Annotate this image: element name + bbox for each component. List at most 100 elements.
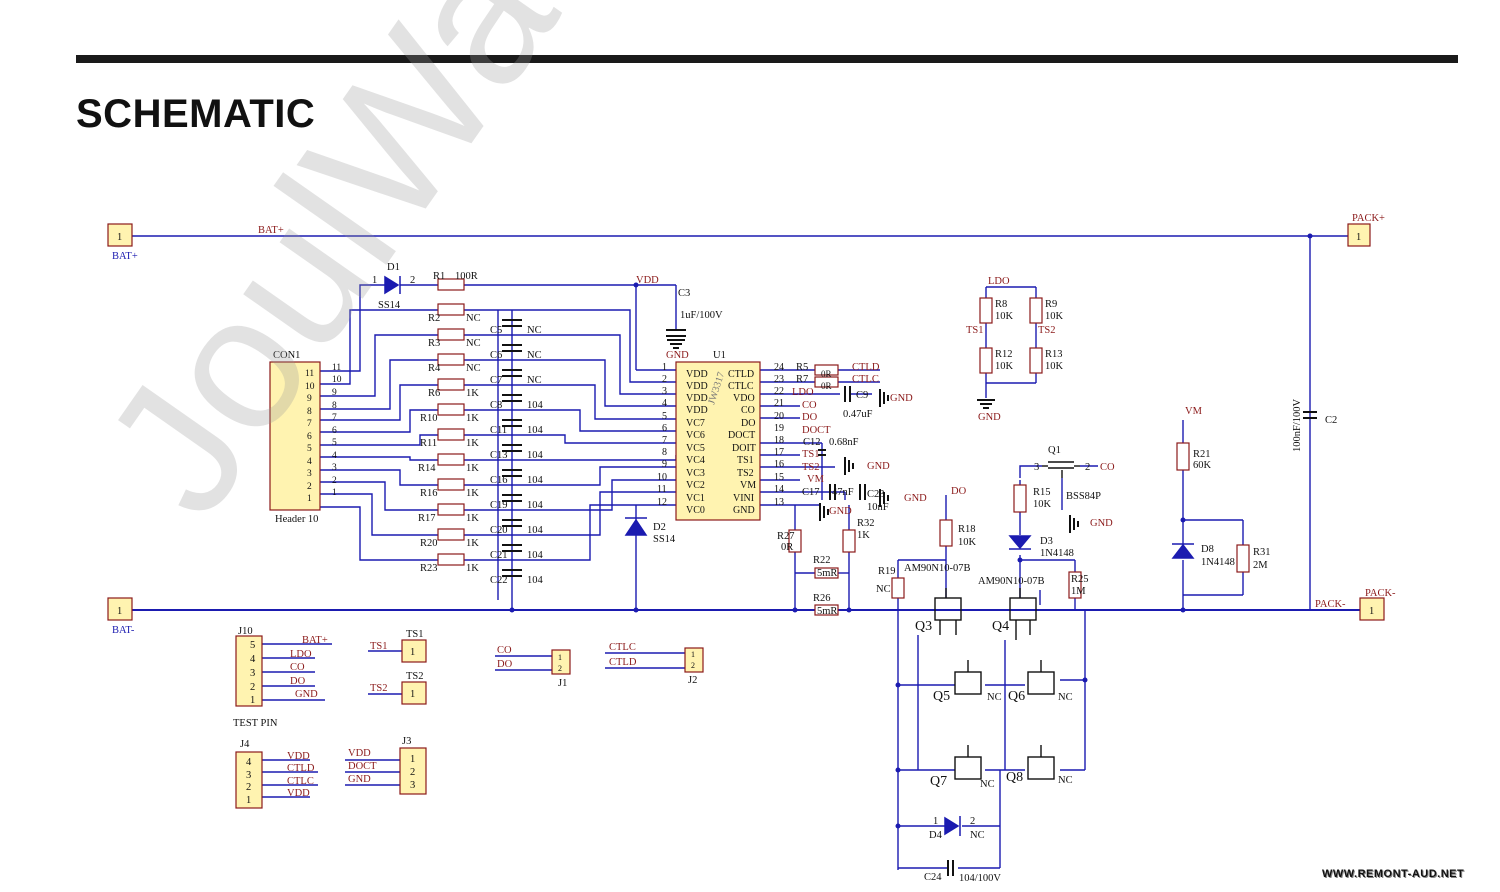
c2-val: 100nF/100V (1292, 398, 1303, 452)
r9-val: 10K (1045, 311, 1064, 322)
con1-wire-g: 5 (332, 438, 337, 448)
u1-pin1-name: VDD (686, 369, 708, 380)
j4-sig-ctlc: CTLC (287, 776, 314, 787)
con1-wire-b: 10 (332, 375, 342, 385)
r23-ref: R23 (420, 563, 438, 574)
j1-sig-do: DO (497, 659, 513, 670)
net-ts1-divider: TS1 (966, 325, 984, 336)
r4-ref: R4 (428, 363, 441, 374)
j10-name: TEST PIN (233, 718, 278, 729)
q3-symbol (934, 588, 962, 635)
con1-wire-e: 7 (332, 413, 337, 423)
q7-val: NC (980, 779, 995, 790)
net-bat-plus-rail: BAT+ (258, 225, 284, 236)
u1-pin13-name: GND (733, 505, 755, 516)
r31-val: 2M (1253, 560, 1268, 571)
net-ctlc: CTLC (852, 374, 879, 385)
c23-val: 10nF (867, 502, 889, 513)
c22-ref: C22 (490, 575, 508, 586)
r10-val: 1K (466, 413, 479, 424)
u1-pin5-num: 5 (662, 411, 667, 422)
r10-ref: R10 (420, 413, 438, 424)
u1-pin6-num: 6 (662, 423, 667, 434)
net-pack-plus-label: PACK+ (1352, 213, 1385, 224)
r14-val: 1K (466, 463, 479, 474)
u1-pin14-name: VINI (733, 493, 754, 504)
q6-val: NC (1058, 692, 1073, 703)
u1-ref: U1 (713, 350, 726, 361)
j4-sig-vdd2: VDD (287, 788, 310, 799)
u1-pin16-name: TS2 (737, 468, 754, 479)
j10-sig-batplus: BAT+ (302, 635, 328, 646)
u1-pin12-num: 12 (657, 497, 667, 508)
pin-pack-minus: 1 (1369, 606, 1374, 617)
q7-ref: Q7 (930, 774, 947, 789)
r2-val: NC (466, 313, 481, 324)
pin-bat-minus: 1 (117, 606, 122, 617)
u1-pin8-num: 8 (662, 447, 667, 458)
ts1-conn-pin: 1 (410, 647, 415, 658)
c20-ref: C20 (490, 525, 508, 536)
u1-pin23-name: CTLC (728, 381, 754, 392)
net-bat-plus-label: BAT+ (112, 251, 138, 262)
j3-pin2: 2 (410, 767, 415, 778)
q3-val: AM90N10-07B (904, 563, 971, 574)
wires (132, 235, 1360, 870)
r16-ref: R16 (420, 488, 438, 499)
u1-pin4-num: 4 (662, 398, 667, 409)
capacitor-plates (502, 319, 1317, 876)
r2-ref: R2 (428, 313, 440, 324)
j2-sig-ctlc: CTLC (609, 642, 636, 653)
r12-val: 10K (995, 361, 1014, 372)
c3-ref: C3 (678, 288, 690, 299)
net-co-q1: CO (1100, 462, 1115, 473)
c7-val: NC (527, 375, 542, 386)
j10-ref: J10 (238, 626, 253, 637)
r8-ref: R8 (995, 299, 1007, 310)
j10-sig-gnd: GND (295, 689, 318, 700)
c12-ref: C12 (803, 437, 821, 448)
q3-ref: Q3 (915, 619, 932, 634)
net-bat-minus-label: BAT- (112, 625, 135, 636)
d3-ref: D3 (1040, 536, 1053, 547)
c19-val: 104 (527, 500, 544, 511)
u1-pin15-name: VM (740, 480, 756, 491)
con1-pin-e: 7 (307, 419, 312, 429)
c8-val: 104 (527, 400, 544, 411)
net-ts2-u1: TS2 (802, 462, 820, 473)
d2-ref: D2 (653, 522, 666, 533)
pin-pack-plus: 1 (1356, 232, 1361, 243)
c20-val: 104 (527, 525, 544, 536)
u1-pin24-num: 24 (774, 362, 784, 373)
r13-val: 10K (1045, 361, 1064, 372)
u1-pin11-num: 11 (657, 484, 667, 495)
u1-pin18-num: 18 (774, 435, 784, 446)
junctions (509, 233, 1313, 829)
c7-ref: C7 (490, 375, 502, 386)
j10-pin3: 3 (250, 668, 255, 679)
j10-sig-co: CO (290, 662, 305, 673)
c23-ref: C23 (867, 489, 885, 500)
r3-val: NC (466, 338, 481, 349)
con1-wire-d: 8 (332, 401, 337, 411)
c24-ref: C24 (924, 872, 942, 883)
q4-ref: Q4 (992, 619, 1009, 634)
r1-ref: R1 (433, 271, 445, 282)
c6-val: NC (527, 350, 542, 361)
j4-sig-vdd: VDD (287, 751, 310, 762)
q8-val: NC (1058, 775, 1073, 786)
d8-val: 1N4148 (1201, 557, 1235, 568)
net-ldo-u1: LDO (792, 387, 814, 398)
c21-ref: C21 (490, 550, 508, 561)
ts1-conn-ref: TS1 (406, 629, 424, 640)
con1-pin-i: 3 (307, 469, 312, 479)
con1-wire-j: 2 (332, 476, 337, 486)
r15-val: 10K (1033, 499, 1052, 510)
u1-pin7-name: VC5 (686, 443, 705, 454)
resistor-bodies (437, 278, 1250, 616)
r7-val: 0R (821, 381, 832, 391)
diode-symbols (384, 275, 1195, 836)
c13-ref: C13 (490, 450, 508, 461)
net-pack-minus-label: PACK- (1365, 588, 1396, 599)
